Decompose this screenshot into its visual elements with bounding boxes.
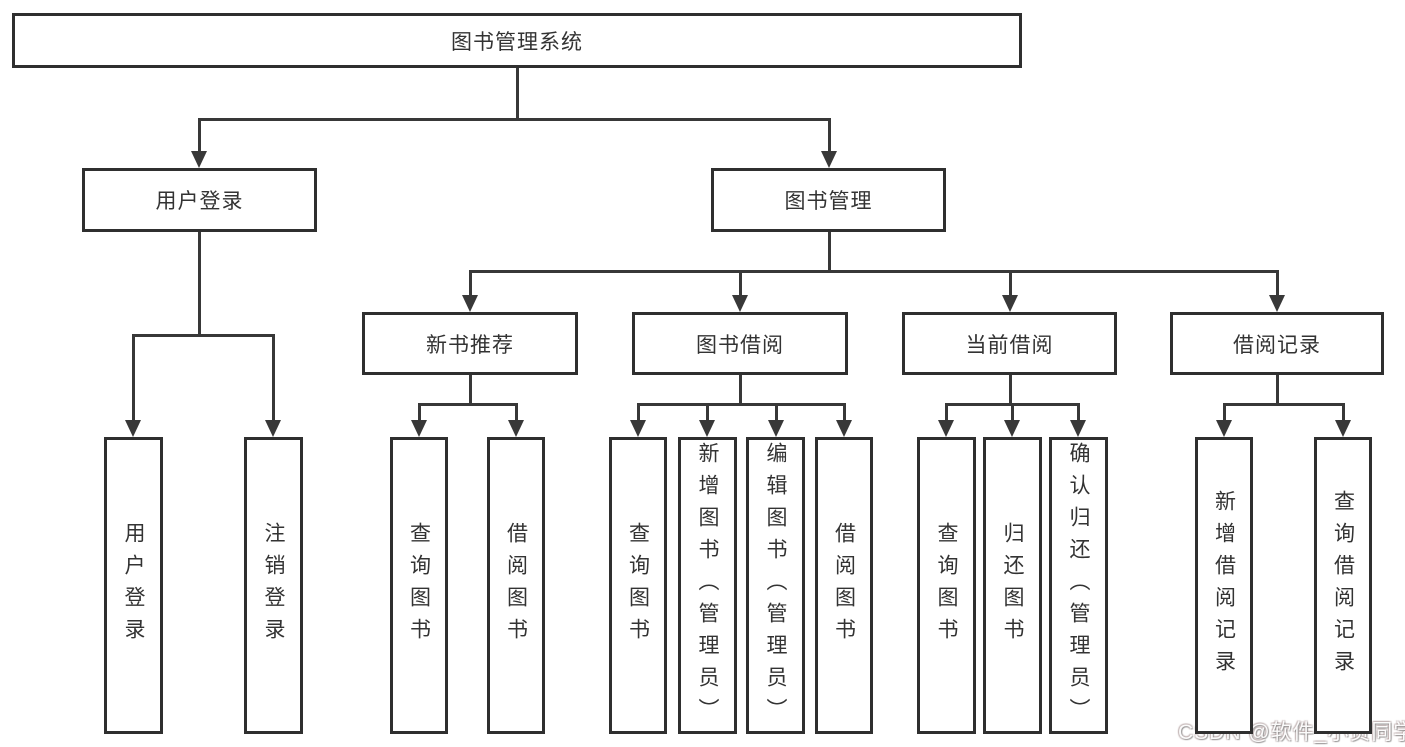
node-borrow-records: 借阅记录 <box>1170 312 1384 375</box>
connector-line <box>636 404 640 422</box>
arrowhead-down-icon <box>265 420 281 437</box>
node-user-login: 用户登录 <box>82 168 317 232</box>
connector-line <box>468 269 1279 273</box>
node-label-leaf-user-login: 用户登录 <box>122 521 146 650</box>
connector-line <box>515 68 519 119</box>
node-label-leaf-bw-edit: 编辑图书（管理员） <box>764 441 788 730</box>
node-leaf-bw-borrow: 借阅图书 <box>815 437 873 734</box>
connector-line <box>1008 375 1012 404</box>
node-root: 图书管理系统 <box>12 13 1022 68</box>
connector-line <box>468 271 472 297</box>
connector-line <box>1010 404 1014 422</box>
arrowhead-down-icon <box>191 151 207 168</box>
connector-line <box>842 404 846 422</box>
node-label-leaf-bw-query: 查询图书 <box>626 521 650 650</box>
node-leaf-user-login: 用户登录 <box>104 437 163 734</box>
node-label-leaf-cur-return: 归还图书 <box>1001 521 1025 650</box>
arrowhead-down-icon <box>732 295 748 312</box>
node-leaf-logout: 注销登录 <box>244 437 303 734</box>
connector-line <box>417 404 421 422</box>
node-label-leaf-logout: 注销登录 <box>262 521 286 650</box>
arrowhead-down-icon <box>1216 420 1232 437</box>
connector-line <box>417 402 518 406</box>
node-leaf-rec-query: 查询借阅记录 <box>1314 437 1372 734</box>
node-book-management: 图书管理 <box>711 168 946 232</box>
connector-line <box>197 119 201 153</box>
node-leaf-bw-query: 查询图书 <box>609 437 667 734</box>
connector-line <box>514 404 518 422</box>
connector-line <box>944 404 948 422</box>
node-label-user-login: 用户登录 <box>155 190 244 213</box>
node-label-leaf-nb-borrow: 借阅图书 <box>504 521 528 650</box>
node-label-book-management: 图书管理 <box>784 190 873 213</box>
arrowhead-down-icon <box>508 420 524 437</box>
node-label-leaf-bw-add: 新增图书（管理员） <box>696 441 720 730</box>
arrowhead-down-icon <box>1004 420 1020 437</box>
node-leaf-nb-query: 查询图书 <box>390 437 448 734</box>
connector-line <box>131 333 275 337</box>
node-label-leaf-nb-query: 查询图书 <box>407 521 431 650</box>
connector-line <box>738 271 742 297</box>
connector-line <box>1341 404 1345 422</box>
node-book-borrow: 图书借阅 <box>632 312 848 375</box>
arrowhead-down-icon <box>699 420 715 437</box>
node-leaf-cur-query: 查询图书 <box>917 437 976 734</box>
arrowhead-down-icon <box>462 295 478 312</box>
connector-line <box>197 117 831 121</box>
arrowhead-down-icon <box>1335 420 1351 437</box>
connector-line <box>774 404 778 422</box>
node-current-borrow: 当前借阅 <box>902 312 1117 375</box>
node-label-leaf-cur-query: 查询图书 <box>935 521 959 650</box>
connector-line <box>636 402 846 406</box>
node-new-book-recommend: 新书推荐 <box>362 312 578 375</box>
arrowhead-down-icon <box>1269 295 1285 312</box>
connector-line <box>1076 404 1080 422</box>
connector-line <box>738 375 742 404</box>
node-label-current-borrow: 当前借阅 <box>965 333 1054 357</box>
node-label-leaf-cur-confirm: 确认归还（管理员） <box>1067 441 1091 730</box>
node-leaf-bw-edit: 编辑图书（管理员） <box>746 437 805 734</box>
node-label-leaf-bw-borrow: 借阅图书 <box>832 521 856 650</box>
arrowhead-down-icon <box>938 420 954 437</box>
node-label-new-book-recommend: 新书推荐 <box>426 333 514 357</box>
connector-line <box>1222 404 1226 422</box>
connector-line <box>131 335 135 422</box>
node-leaf-cur-confirm: 确认归还（管理员） <box>1049 437 1108 734</box>
connector-line <box>271 335 275 422</box>
node-label-root: 图书管理系统 <box>451 30 583 54</box>
connector-line <box>1275 375 1279 404</box>
connector-line <box>1222 402 1345 406</box>
connector-line <box>197 232 201 335</box>
arrowhead-down-icon <box>768 420 784 437</box>
connector-line <box>468 375 472 404</box>
connector-line <box>1275 271 1279 297</box>
node-leaf-cur-return: 归还图书 <box>983 437 1042 734</box>
connector-line <box>1008 271 1012 297</box>
connector-line <box>827 232 831 271</box>
connector-line <box>705 404 709 422</box>
arrowhead-down-icon <box>125 420 141 437</box>
node-label-borrow-records: 借阅记录 <box>1233 333 1321 357</box>
node-leaf-bw-add: 新增图书（管理员） <box>678 437 737 734</box>
node-leaf-rec-add: 新增借阅记录 <box>1195 437 1253 734</box>
arrowhead-down-icon <box>1070 420 1086 437</box>
arrowhead-down-icon <box>836 420 852 437</box>
node-leaf-nb-borrow: 借阅图书 <box>487 437 545 734</box>
arrowhead-down-icon <box>1002 295 1018 312</box>
node-label-leaf-rec-query: 查询借阅记录 <box>1331 489 1355 682</box>
arrowhead-down-icon <box>821 151 837 168</box>
connector-line <box>827 119 831 153</box>
node-label-leaf-rec-add: 新增借阅记录 <box>1212 489 1236 682</box>
arrowhead-down-icon <box>630 420 646 437</box>
arrowhead-down-icon <box>411 420 427 437</box>
node-label-book-borrow: 图书借阅 <box>696 333 784 357</box>
